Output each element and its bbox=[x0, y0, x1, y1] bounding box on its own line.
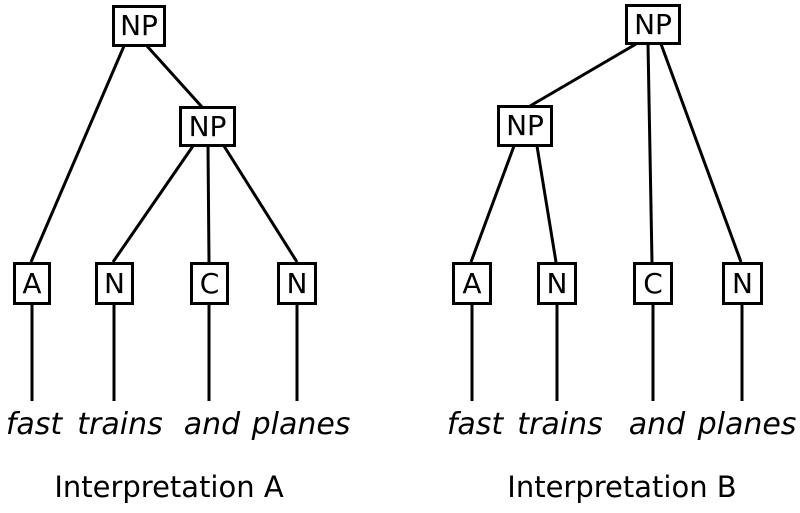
tree-b-sub-label: NP bbox=[506, 109, 544, 142]
tree-a-leaf-label-n2: N bbox=[286, 266, 308, 300]
tree-a-word-trains: trains bbox=[77, 407, 163, 442]
tree-a-sub-label: NP bbox=[188, 109, 227, 143]
tree-a-leaf-node-n1: N bbox=[95, 262, 134, 305]
tree-b-word-fast: fast bbox=[446, 407, 504, 442]
edge-a-root-to-leaf1 bbox=[29, 45, 126, 263]
tree-a-leaf-node-c: C bbox=[190, 262, 229, 305]
edge-a-sub-to-leaf2 bbox=[111, 145, 195, 263]
tree-a-word-planes: planes bbox=[251, 407, 351, 442]
tree-b-root-node: NP bbox=[625, 4, 681, 45]
tree-a-root-label: NP bbox=[120, 9, 158, 42]
tree-b-word-planes: planes bbox=[697, 407, 797, 442]
edge-b-root-to-sub bbox=[529, 42, 637, 108]
edge-a-sub-to-leaf4 bbox=[222, 145, 299, 263]
tree-a-leaf-label-a: A bbox=[22, 266, 42, 300]
edge-b-sub-to-leaf2 bbox=[535, 145, 558, 263]
tree-b-root-label: NP bbox=[634, 7, 672, 41]
tree-a-word-fast: fast bbox=[5, 407, 63, 442]
tree-a-root-node: NP bbox=[112, 5, 166, 47]
edge-b-root-to-leaf3 bbox=[646, 43, 654, 263]
tree-b-sub-node: NP bbox=[497, 105, 553, 147]
tree-a-leaf-node-n2: N bbox=[277, 262, 317, 305]
edge-a-root-to-sub bbox=[145, 44, 204, 109]
tree-b-leaf-label-a: A bbox=[462, 266, 482, 300]
tree-a-leaf-label-n1: N bbox=[104, 266, 125, 300]
tree-b-leaf-label-n1: N bbox=[546, 266, 568, 300]
tree-b-leaf-node-a: A bbox=[452, 262, 492, 305]
tree-b-leaf-node-c: C bbox=[633, 262, 673, 305]
tree-b-leaf-node-n2: N bbox=[722, 262, 763, 305]
tree-a-sub-node: NP bbox=[179, 106, 236, 147]
tree-a-caption: Interpretation A bbox=[54, 470, 284, 504]
tree-a-word-and: and bbox=[183, 407, 241, 442]
tree-b-leaf-label-n2: N bbox=[732, 266, 753, 300]
tree-b-leaf-label-c: C bbox=[643, 266, 663, 300]
tree-b-word-and: and bbox=[628, 407, 686, 442]
edge-b-sub-to-leaf1 bbox=[469, 145, 516, 263]
tree-b-leaf-node-n1: N bbox=[537, 262, 577, 305]
tree-a-leaf-node-a: A bbox=[13, 262, 51, 305]
edge-a-sub-to-leaf3 bbox=[206, 145, 211, 263]
tree-b-caption: Interpretation B bbox=[507, 470, 737, 504]
edge-b-root-to-leaf4 bbox=[659, 43, 743, 263]
tree-b-word-trains: trains bbox=[517, 407, 603, 442]
tree-a-leaf-label-c: C bbox=[199, 266, 220, 300]
